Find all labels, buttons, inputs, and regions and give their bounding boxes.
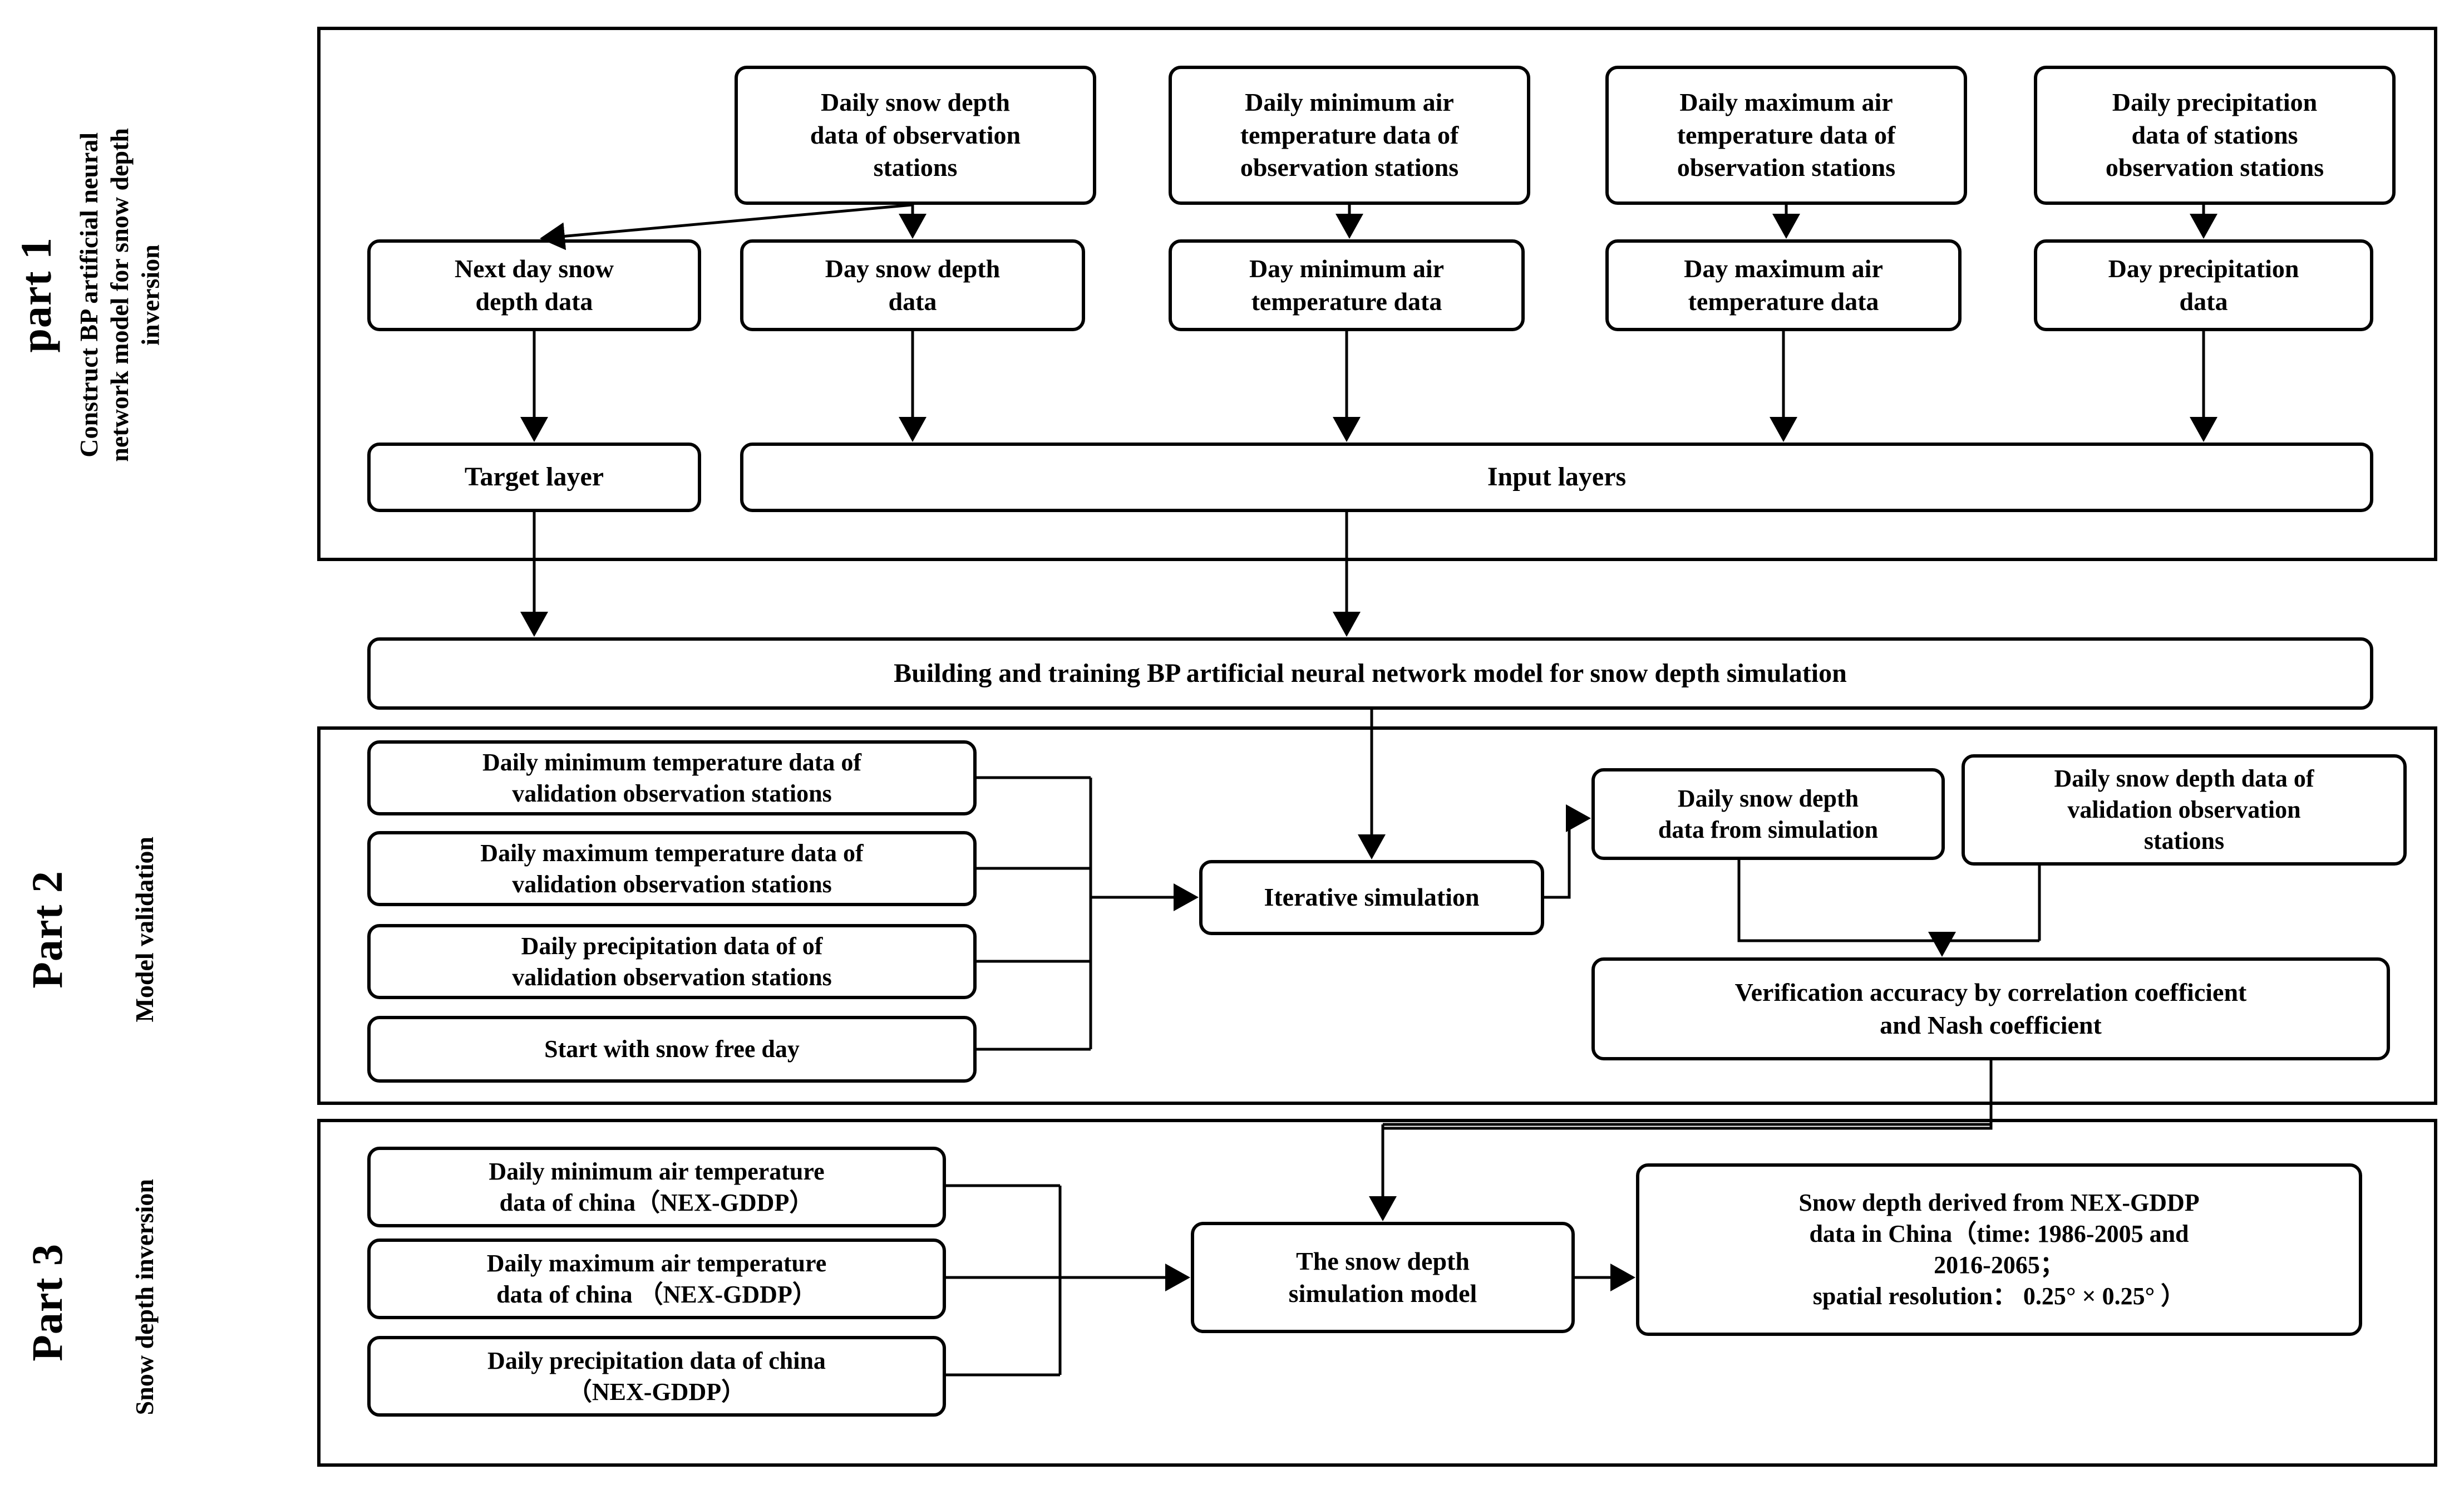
source-box-min-temp[interactable]: Daily minimum air temperature data of ob… — [1169, 66, 1530, 205]
iterative-simulation-box[interactable]: Iterative simulation — [1199, 860, 1544, 935]
part-1-number-label: part 1 — [12, 237, 60, 353]
derived-box-next-day-snow-depth[interactable]: Next day snow depth data — [367, 239, 701, 331]
source-box-precipitation[interactable]: Daily precipitation data of stations obs… — [2034, 66, 2396, 205]
validation-input-precipitation[interactable]: Daily precipitation data of of validatio… — [367, 924, 977, 999]
validation-input-max-temp[interactable]: Daily maximum temperature data of valida… — [367, 831, 977, 906]
validation-input-min-temp[interactable]: Daily minimum temperature data of valida… — [367, 740, 977, 815]
observed-snow-depth-box[interactable]: Daily snow depth data of validation obse… — [1962, 754, 2407, 866]
input-layers-box[interactable]: Input layers — [740, 443, 2373, 512]
verification-accuracy-box[interactable]: Verification accuracy by correlation coe… — [1591, 957, 2390, 1060]
snow-depth-simulation-model-box[interactable]: The snow depth simulation model — [1191, 1222, 1575, 1333]
derived-box-day-snow-depth[interactable]: Day snow depth data — [740, 239, 1085, 331]
target-layer-box[interactable]: Target layer — [367, 443, 701, 512]
source-box-snow-depth[interactable]: Daily snow depth data of observation sta… — [735, 66, 1096, 205]
part-1-subtitle-label: Construct BP artificial neural network m… — [75, 128, 165, 462]
part-2-number-label: Part 2 — [23, 871, 71, 989]
nexgddp-input-precipitation[interactable]: Daily precipitation data of china （NEX-G… — [367, 1336, 946, 1417]
training-box[interactable]: Building and training BP artificial neur… — [367, 637, 2373, 710]
nexgddp-input-min-temp[interactable]: Daily minimum air temperature data of ch… — [367, 1147, 946, 1227]
derived-box-day-min-temp[interactable]: Day minimum air temperature data — [1169, 239, 1525, 331]
snow-depth-output-box[interactable]: Snow depth derived from NEX-GDDP data in… — [1636, 1163, 2362, 1336]
nexgddp-input-max-temp[interactable]: Daily maximum air temperature data of ch… — [367, 1239, 946, 1319]
part-3-subtitle-label: Snow depth inversion — [130, 1178, 159, 1416]
validation-input-snow-free-day[interactable]: Start with snow free day — [367, 1016, 977, 1083]
part-3-number-label: Part 3 — [23, 1244, 71, 1362]
source-box-max-temp[interactable]: Daily maximum air temperature data of ob… — [1605, 66, 1967, 205]
derived-box-day-max-temp[interactable]: Day maximum air temperature data — [1605, 239, 1962, 331]
part-2-subtitle-label: Model validation — [130, 837, 159, 1023]
simulated-snow-depth-box[interactable]: Daily snow depth data from simulation — [1591, 768, 1945, 860]
derived-box-day-precipitation[interactable]: Day precipitation data — [2034, 239, 2373, 331]
